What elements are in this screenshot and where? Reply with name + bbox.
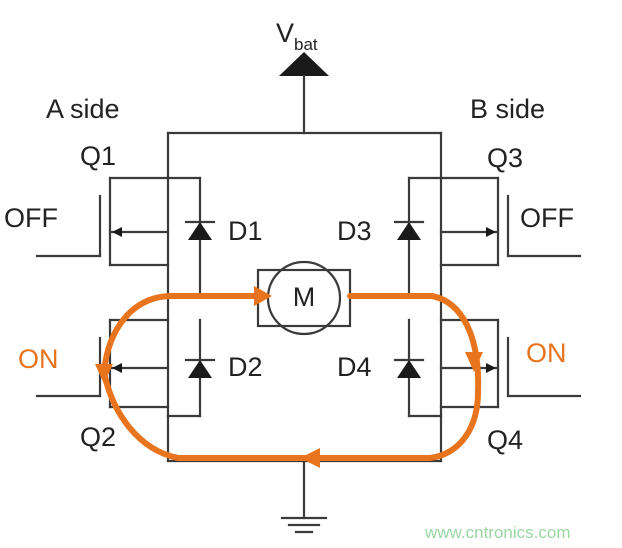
current-arrow-icon (465, 352, 483, 372)
q1-mosfet (35, 176, 170, 267)
q4-label: Q4 (487, 425, 523, 455)
current-arrow-icon (254, 286, 272, 306)
q1-state-label: OFF (4, 203, 58, 233)
q3-state-label: OFF (520, 203, 574, 233)
current-arrow-icon (95, 364, 113, 384)
b-side-label: B side (470, 94, 545, 124)
d1-diode (184, 220, 216, 240)
d2-label: D2 (228, 352, 263, 382)
vbat-label: Vbat (276, 18, 318, 54)
d3-label: D3 (337, 216, 372, 246)
current-arrow-icon (300, 448, 320, 468)
watermark: www.cntronics.com (424, 523, 570, 542)
current-path (95, 286, 483, 468)
q4-state-label: ON (526, 338, 567, 368)
q4-mosfet (439, 318, 582, 409)
d1-label: D1 (228, 216, 263, 246)
q2-state-label: ON (18, 344, 59, 374)
motor-label: M (293, 282, 316, 312)
vbat-arrow-icon (279, 52, 329, 76)
d4-label: D4 (337, 352, 372, 382)
q3-label: Q3 (487, 143, 523, 173)
q2-label: Q2 (80, 422, 116, 452)
d4-diode (393, 358, 425, 378)
q2-mosfet (35, 318, 170, 409)
q3-mosfet (439, 176, 582, 267)
d2-diode (184, 358, 216, 378)
vbat-supply: Vbat (276, 18, 329, 135)
q1-label: Q1 (80, 141, 116, 171)
ground-icon (280, 516, 328, 534)
a-side-label: A side (46, 94, 120, 124)
motor: M (256, 260, 352, 336)
d3-diode (393, 220, 425, 240)
